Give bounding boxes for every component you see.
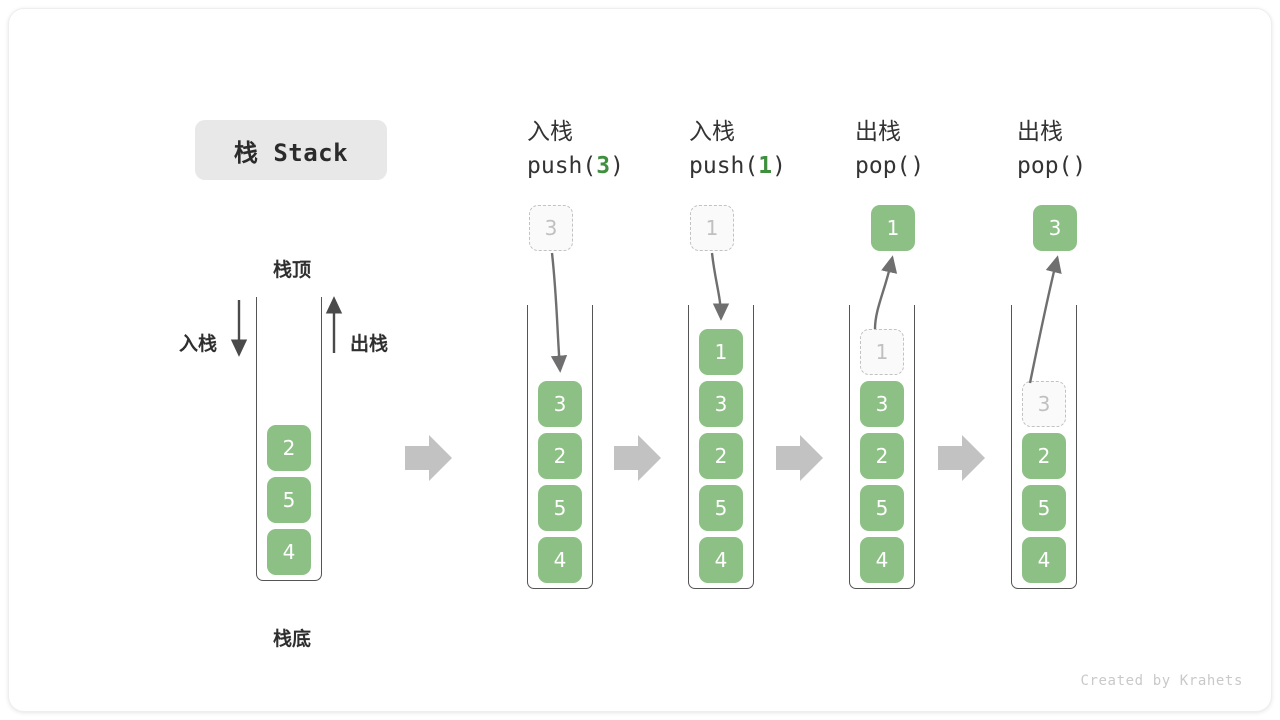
floating-element-push-1: 1 [690, 205, 734, 251]
floating-element-value: 1 [886, 216, 900, 240]
stack-cell-value: 4 [875, 548, 889, 572]
step-op-code: push(3) [527, 153, 624, 180]
stack-cell-value: 5 [282, 488, 296, 512]
credit-footer: Created by Krahets [1080, 673, 1243, 689]
stack-container-pop-1 [849, 305, 915, 589]
flow-arrow-2 [614, 435, 661, 481]
stack-cell-value: 5 [1037, 496, 1051, 520]
stack-cell-value: 1 [875, 340, 889, 364]
stack-cell: 5 [699, 485, 743, 531]
stack-cell: 5 [267, 477, 311, 523]
stack-cell: 5 [860, 485, 904, 531]
step-op-cn: 出栈 [1017, 119, 1063, 145]
floating-element-value: 3 [1048, 216, 1062, 240]
stack-cell-value: 3 [875, 392, 889, 416]
stack-cell-value: 4 [714, 548, 728, 572]
stack-cell: 3 [699, 381, 743, 427]
stack-cell: 4 [1022, 537, 1066, 583]
stack-cell: 3 [538, 381, 582, 427]
stack-cell-value: 2 [553, 444, 567, 468]
stack-cell: 2 [1022, 433, 1066, 479]
stack-cell-value: 5 [875, 496, 889, 520]
diagram-title-text: 栈 Stack [233, 138, 349, 167]
stack-cell-value: 5 [553, 496, 567, 520]
arrow-overlay [230, 252, 1062, 481]
diagram-title-chip: 栈 Stack [195, 120, 387, 180]
stack-cell: 3 [1022, 381, 1066, 427]
floating-element-push-3: 3 [529, 205, 573, 251]
step-op-code: pop() [1017, 153, 1087, 180]
stack-cell: 2 [538, 433, 582, 479]
step-header-push-1: 入栈 push(1) [689, 117, 859, 182]
stack-cell: 3 [860, 381, 904, 427]
step-header-pop-3: 出栈 pop() [1017, 117, 1187, 182]
step-op-cn: 出栈 [855, 119, 901, 145]
stack-cell-value: 2 [875, 444, 889, 468]
stack-container-pop-3 [1011, 305, 1077, 589]
stack-cell: 1 [699, 329, 743, 375]
flow-arrow-4 [938, 435, 985, 481]
stack-cell: 4 [860, 537, 904, 583]
stack-container-push-3 [527, 305, 593, 589]
stack-bottom-label: 栈底 [272, 628, 311, 650]
stack-cell-value: 3 [1037, 392, 1051, 416]
stack-cell: 4 [538, 537, 582, 583]
stack-container-push-1 [688, 305, 754, 589]
floating-element-pop-1: 1 [871, 205, 915, 251]
step-op-cn: 入栈 [689, 119, 735, 145]
floating-element-pop-3: 3 [1033, 205, 1077, 251]
stack-cell: 5 [1022, 485, 1066, 531]
stack-cell: 4 [699, 537, 743, 583]
stack-cell: 1 [860, 329, 904, 375]
floating-element-value: 1 [705, 216, 719, 240]
step-header-pop-1: 出栈 pop() [855, 117, 1025, 182]
stack-cell: 5 [538, 485, 582, 531]
step-op-code: pop() [855, 153, 925, 180]
stack-cell: 2 [699, 433, 743, 479]
flow-arrow-1 [405, 435, 452, 481]
floating-element-value: 3 [544, 216, 558, 240]
diagram-card: 栈 Stack 栈顶 入栈 出栈 2 5 4 栈底 入栈 push(3) 3 3… [8, 8, 1272, 712]
stack-top-label: 栈顶 [272, 259, 311, 281]
stack-cell: 2 [267, 425, 311, 471]
stack-cell-value: 2 [282, 436, 296, 460]
stack-cell-value: 3 [714, 392, 728, 416]
stack-cell: 2 [860, 433, 904, 479]
stack-cell-value: 5 [714, 496, 728, 520]
flow-arrow-3 [776, 435, 823, 481]
stack-cell-value: 2 [714, 444, 728, 468]
stack-container-initial [256, 297, 322, 581]
step-op-cn: 入栈 [527, 119, 573, 145]
step-op-arg: 1 [758, 153, 773, 180]
stack-cell-value: 3 [553, 392, 567, 416]
stack-cell-value: 4 [282, 540, 296, 564]
step-op-arg: 3 [596, 153, 611, 180]
stack-cell-value: 4 [1037, 548, 1051, 572]
stack-cell-value: 4 [553, 548, 567, 572]
push-side-label: 入栈 [179, 333, 218, 355]
step-header-push-3: 入栈 push(3) [527, 117, 697, 182]
stack-cell-value: 1 [714, 340, 728, 364]
stack-cell: 4 [267, 529, 311, 575]
step-op-code: push(1) [689, 153, 786, 180]
stack-cell-value: 2 [1037, 444, 1051, 468]
pop-side-label: 出栈 [350, 333, 389, 355]
